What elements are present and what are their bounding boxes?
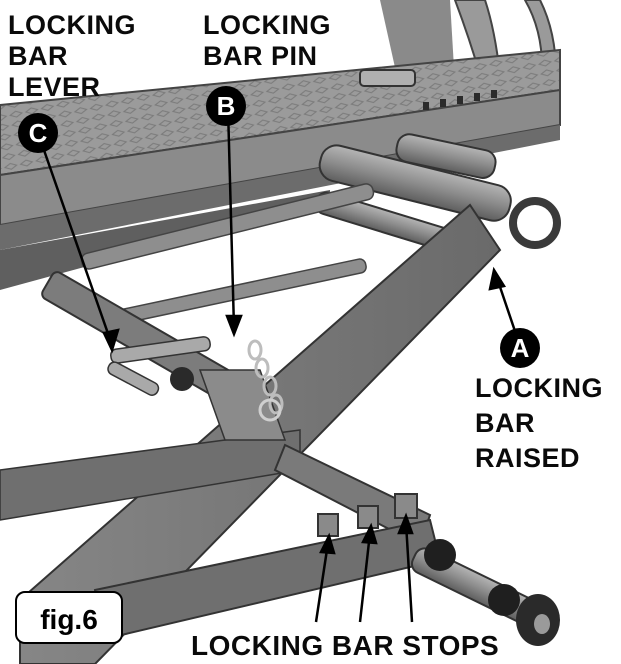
label-locking-bar-lever: LOCKING BAR LEVER: [8, 10, 136, 103]
label-line: LOCKING: [475, 373, 603, 403]
label-line: BAR: [8, 41, 68, 71]
label-line: BAR PIN: [203, 41, 318, 71]
label-locking-bar-pin: LOCKING BAR PIN: [203, 10, 331, 72]
label-line: LEVER: [8, 72, 101, 102]
callout-b-badge: B: [206, 86, 246, 126]
label-line: RAISED: [475, 443, 581, 473]
figure-number-label: fig.6: [15, 591, 123, 644]
label-locking-bar-stops: LOCKING BAR STOPS: [191, 630, 500, 661]
callout-a-badge: A: [500, 328, 540, 368]
label-line: LOCKING: [203, 10, 331, 40]
label-locking-bar-raised: LOCKING BAR RAISED: [475, 371, 603, 476]
label-line: BAR: [475, 408, 535, 438]
callout-c-badge: C: [18, 113, 58, 153]
label-line: LOCKING: [8, 10, 136, 40]
